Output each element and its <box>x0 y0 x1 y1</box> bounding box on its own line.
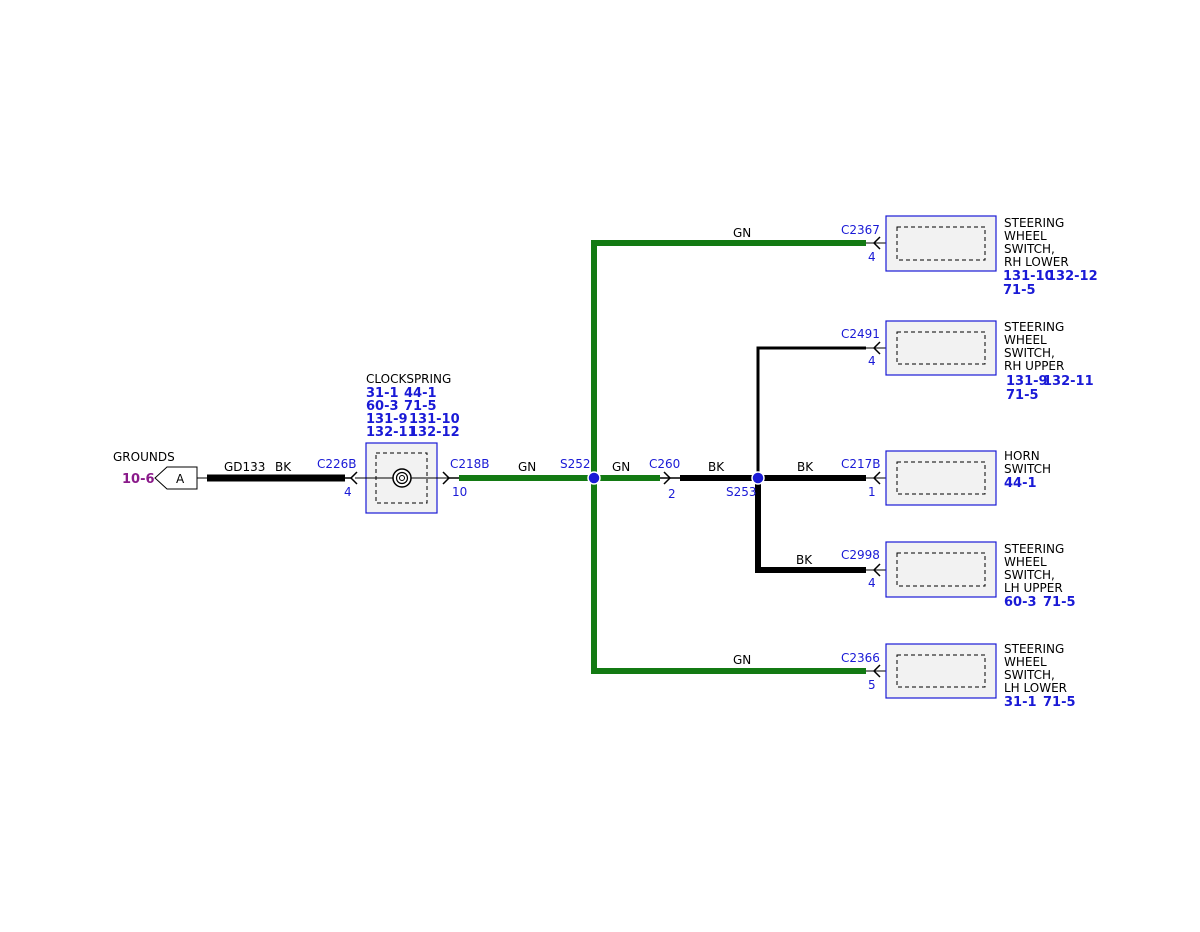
lh-lower-line-2: WHEEL <box>1004 655 1047 669</box>
clockspring-ref-3[interactable]: 60-3 <box>366 399 399 414</box>
wire-label-bk-c260: BK <box>708 460 725 474</box>
connector-c217b[interactable]: C217B <box>841 457 881 471</box>
pin-c218b: 10 <box>452 485 467 499</box>
rh-upper-switch-box <box>885 320 997 376</box>
component-horn-switch: C217B 1 HORN SWITCH 44-1 <box>841 449 1051 506</box>
rh-lower-line-1: STEERING <box>1004 216 1064 230</box>
lh-upper-line-4: LH UPPER <box>1004 581 1063 595</box>
lh-lower-ref-1[interactable]: 31-1 <box>1004 695 1037 710</box>
connector-c2998[interactable]: C2998 <box>841 548 880 562</box>
pin-c2491: 4 <box>868 354 876 368</box>
lh-upper-line-2: WHEEL <box>1004 555 1047 569</box>
rh-upper-ref-1[interactable]: 131-9 <box>1006 374 1048 389</box>
lh-upper-switch-box <box>885 541 997 598</box>
lh-lower-line-1: STEERING <box>1004 642 1064 656</box>
lh-upper-ref-2[interactable]: 71-5 <box>1043 595 1076 610</box>
wire-label-bk-c2998: BK <box>796 553 813 567</box>
pin-c2367: 4 <box>868 250 876 264</box>
lh-lower-switch-box <box>885 643 997 699</box>
horn-line-2: SWITCH <box>1004 462 1051 476</box>
wire-label-gn-2: GN <box>612 460 630 474</box>
horn-line-1: HORN <box>1004 449 1040 463</box>
connector-c2367[interactable]: C2367 <box>841 223 880 237</box>
wire-gn-to-c2367 <box>591 240 866 478</box>
clockspring-coil-icon <box>392 468 412 488</box>
lh-lower-line-3: SWITCH, <box>1004 668 1055 682</box>
rh-upper-line-3: SWITCH, <box>1004 346 1055 360</box>
wire-label-gn-c2366: GN <box>733 653 751 667</box>
rh-lower-line-4: RH LOWER <box>1004 255 1069 269</box>
clockspring-ref-1[interactable]: 31-1 <box>366 386 399 401</box>
wire-bk-to-c2491 <box>756 346 866 478</box>
component-rh-upper-switch: C2491 4 STEERING WHEEL SWITCH, RH UPPER … <box>841 320 1094 403</box>
rh-lower-ref-2[interactable]: 132-12 <box>1047 269 1098 284</box>
clockspring-ref-5[interactable]: 131-9 <box>366 412 408 427</box>
clockspring-ref-7[interactable]: 132-11 <box>366 425 417 440</box>
rh-upper-ref-2[interactable]: 132-11 <box>1043 374 1094 389</box>
clockspring-ref-4[interactable]: 71-5 <box>404 399 437 414</box>
wire-label-bk-gd133: BK <box>275 460 292 474</box>
horn-ref-1[interactable]: 44-1 <box>1004 476 1037 491</box>
component-lh-upper-switch: C2998 4 STEERING WHEEL SWITCH, LH UPPER … <box>841 541 1076 610</box>
lh-upper-ref-1[interactable]: 60-3 <box>1004 595 1037 610</box>
splice-s252-dot <box>587 471 601 485</box>
wire-label-bk-c217b: BK <box>797 460 814 474</box>
wire-label-gn-c2367: GN <box>733 226 751 240</box>
pin-c260: 2 <box>668 487 676 501</box>
rh-upper-ref-3[interactable]: 71-5 <box>1006 388 1039 403</box>
rh-lower-line-3: SWITCH, <box>1004 242 1055 256</box>
clockspring-name: CLOCKSPRING <box>366 372 451 386</box>
rh-lower-switch-box <box>885 215 997 272</box>
connector-c226b[interactable]: C226B <box>317 457 357 471</box>
rh-lower-ref-1[interactable]: 131-10 <box>1003 269 1054 284</box>
lh-upper-line-3: SWITCH, <box>1004 568 1055 582</box>
splice-s253-label: S253 <box>726 485 757 499</box>
component-rh-lower-switch: C2367 4 STEERING WHEEL SWITCH, RH LOWER … <box>841 215 1098 298</box>
pin-c217b: 1 <box>868 485 876 499</box>
component-lh-lower-switch: C2366 5 STEERING WHEEL SWITCH, LH LOWER … <box>841 642 1076 710</box>
pin-c226b: 4 <box>344 485 352 499</box>
wire-label-gd133: GD133 <box>224 460 265 474</box>
clockspring-ref-6[interactable]: 131-10 <box>409 412 460 427</box>
wire-label-gn-1: GN <box>518 460 536 474</box>
clockspring-ref-8[interactable]: 132-12 <box>409 425 460 440</box>
grounds-page-ref[interactable]: 10-6 <box>122 472 155 487</box>
ground-flag-letter: A <box>176 472 185 486</box>
horn-switch-box <box>885 450 997 506</box>
connector-c218b[interactable]: C218B <box>450 457 490 471</box>
wire-gn-to-c2366 <box>591 478 866 674</box>
splice-s252-label: S252 <box>560 457 591 471</box>
connector-c2491[interactable]: C2491 <box>841 327 880 341</box>
lh-lower-line-4: LH LOWER <box>1004 681 1067 695</box>
rh-upper-line-1: STEERING <box>1004 320 1064 334</box>
connector-c260[interactable]: C260 <box>649 457 680 471</box>
rh-lower-line-2: WHEEL <box>1004 229 1047 243</box>
rh-upper-line-4: RH UPPER <box>1004 359 1064 373</box>
pin-c2998: 4 <box>868 576 876 590</box>
lh-lower-ref-2[interactable]: 71-5 <box>1043 695 1076 710</box>
grounds-label: GROUNDS <box>113 450 175 464</box>
lh-upper-line-1: STEERING <box>1004 542 1064 556</box>
connector-c2366[interactable]: C2366 <box>841 651 880 665</box>
splice-s253-dot <box>751 471 765 485</box>
pin-c2366: 5 <box>868 678 876 692</box>
rh-lower-ref-3[interactable]: 71-5 <box>1003 283 1036 298</box>
rh-upper-line-2: WHEEL <box>1004 333 1047 347</box>
wire-bk-to-c2998 <box>755 478 866 573</box>
clockspring-ref-2[interactable]: 44-1 <box>404 386 437 401</box>
